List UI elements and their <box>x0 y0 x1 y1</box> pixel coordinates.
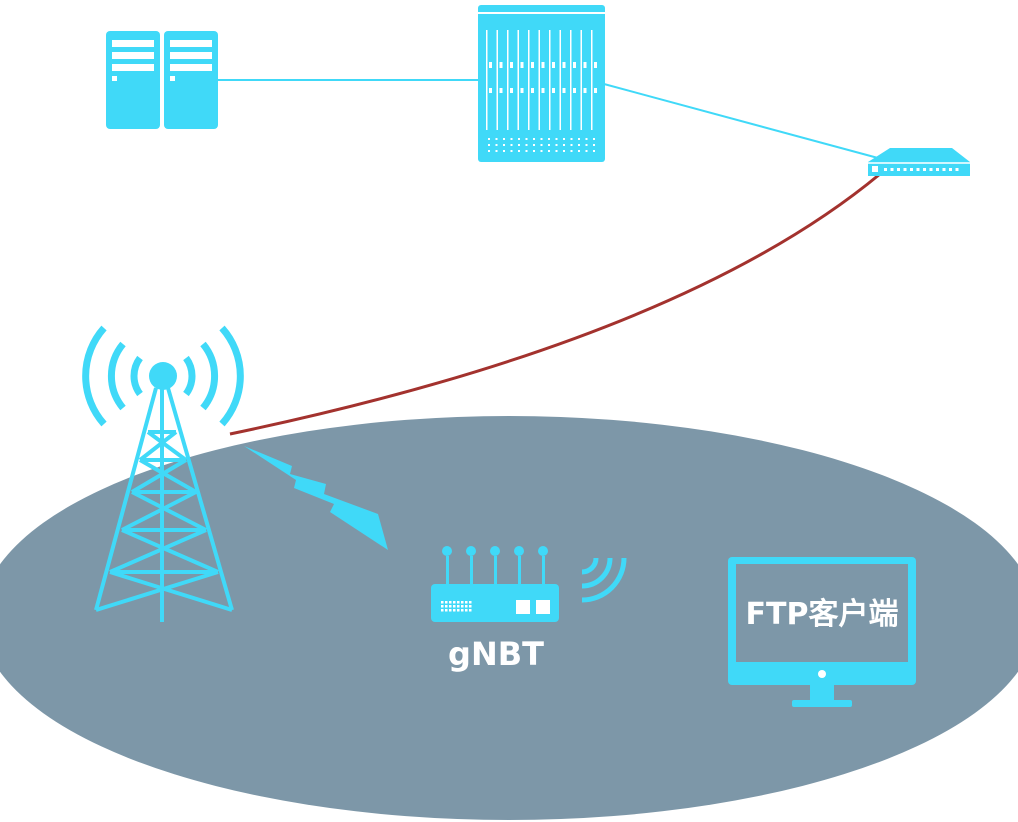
gnbt-label: gNBT <box>448 635 544 673</box>
monitor-icon <box>728 557 916 707</box>
router-icon <box>868 148 970 176</box>
link-router-tower <box>229 172 881 436</box>
chassis-switch-icon <box>478 5 605 162</box>
cell-tower-icon <box>82 325 244 622</box>
ftp-client-label: FTP客户端 <box>746 597 899 632</box>
server-rack-icon <box>106 31 218 129</box>
lightning-bolt-icon <box>244 446 388 550</box>
wireless-router-icon <box>431 546 627 622</box>
link-chassis-router <box>603 83 879 159</box>
